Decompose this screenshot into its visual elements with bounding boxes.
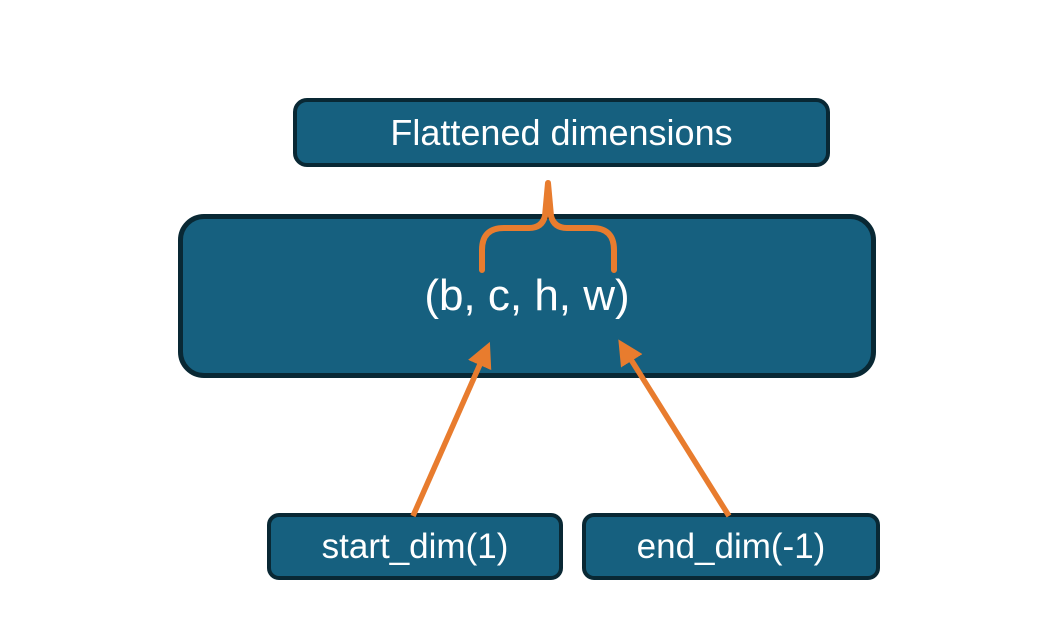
- flattened-dimensions-node: Flattened dimensions: [293, 98, 830, 167]
- start-dim-node: start_dim(1): [267, 513, 563, 580]
- start-dim-arrow-icon: [410, 341, 492, 518]
- start-dim-label: start_dim(1): [321, 526, 509, 566]
- end-dim-arrow-icon: [618, 339, 732, 518]
- end-dim-label: end_dim(-1): [636, 526, 826, 566]
- flattened-dimensions-label: Flattened dimensions: [390, 111, 733, 153]
- tensor-shape-node: (b, c, h, w): [178, 214, 876, 378]
- tensor-shape-label: (b, c, h, w): [424, 271, 630, 320]
- end-dim-node: end_dim(-1): [582, 513, 880, 580]
